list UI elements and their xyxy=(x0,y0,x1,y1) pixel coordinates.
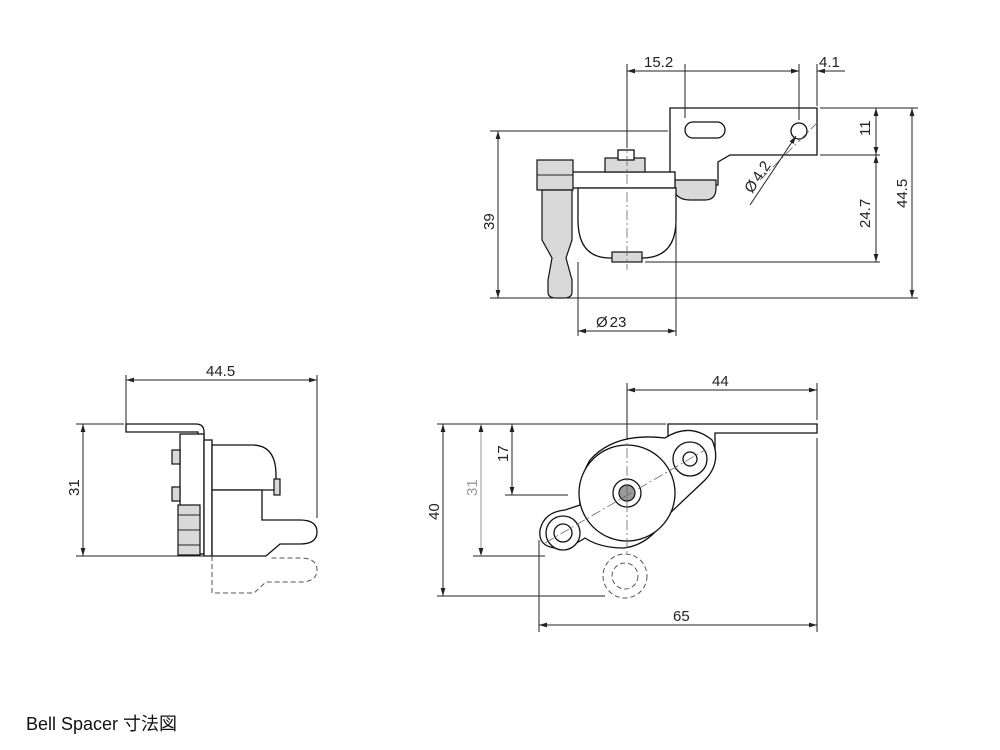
top-bolt-tip xyxy=(617,149,635,161)
dim-40-front: 40 xyxy=(426,503,443,520)
side-bolt-lower xyxy=(171,486,181,502)
dim-11: 11 xyxy=(857,120,874,136)
dim-phi-23-value: 23 xyxy=(610,314,627,331)
dim-44-5-top: 44.5 xyxy=(894,179,911,208)
dim-31-side: 31 xyxy=(66,479,83,496)
side-lever-hidden xyxy=(211,556,318,594)
dim-15-2: 15.2 xyxy=(644,54,673,71)
dim-4-1: 4.1 xyxy=(819,54,840,71)
top-slot xyxy=(684,121,726,139)
top-lever xyxy=(541,189,573,299)
dim-44-5-side: 44.5 xyxy=(206,363,235,380)
top-bracket xyxy=(669,107,818,186)
dim-phi-4-2: Ø4.2 xyxy=(741,158,774,196)
side-view: 44.5 31 xyxy=(66,363,318,594)
dim-24-7: 24.7 xyxy=(857,199,874,228)
side-bolt-upper xyxy=(171,449,181,465)
phi-symbol-2: Ø xyxy=(596,314,608,331)
top-bracket-foot xyxy=(671,179,717,201)
drawing-caption: Bell Spacer 寸法図 xyxy=(26,714,178,734)
front-hidden-hole xyxy=(611,562,639,590)
side-lever xyxy=(211,489,318,557)
dim-31-front: 31 xyxy=(464,479,481,496)
side-bell-cap xyxy=(273,478,281,496)
front-view: 44 17 31 40 65 xyxy=(426,373,818,632)
front-hidden-lever xyxy=(602,553,648,599)
side-bell xyxy=(211,444,277,491)
dim-65-front: 65 xyxy=(673,608,690,625)
side-washer xyxy=(203,439,213,557)
dim-44-front: 44 xyxy=(712,373,729,390)
dim-17-front: 17 xyxy=(495,445,512,462)
top-mount-hole xyxy=(790,122,808,140)
dim-39: 39 xyxy=(481,213,498,230)
